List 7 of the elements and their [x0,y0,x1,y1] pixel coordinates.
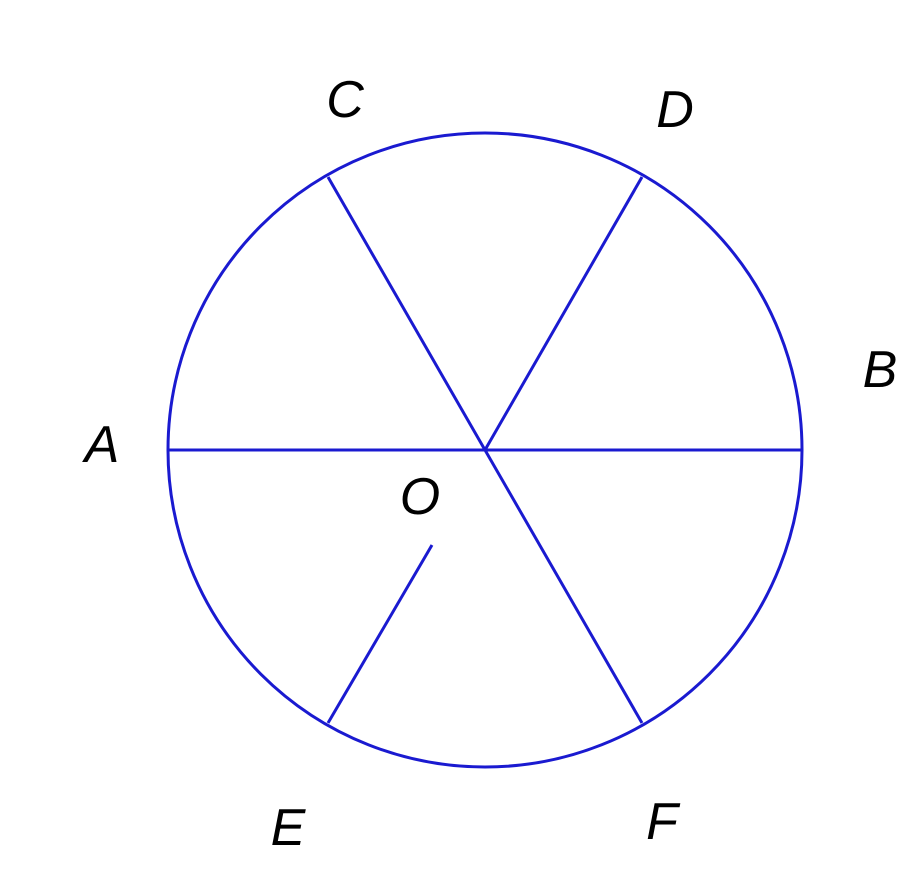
point-label: F [646,796,678,848]
point-label: B [862,344,898,396]
point-label: A [84,419,120,471]
point-label: O [400,471,440,523]
point-label: C [326,74,364,126]
point-label: D [656,84,694,136]
point-label: E [270,802,306,854]
